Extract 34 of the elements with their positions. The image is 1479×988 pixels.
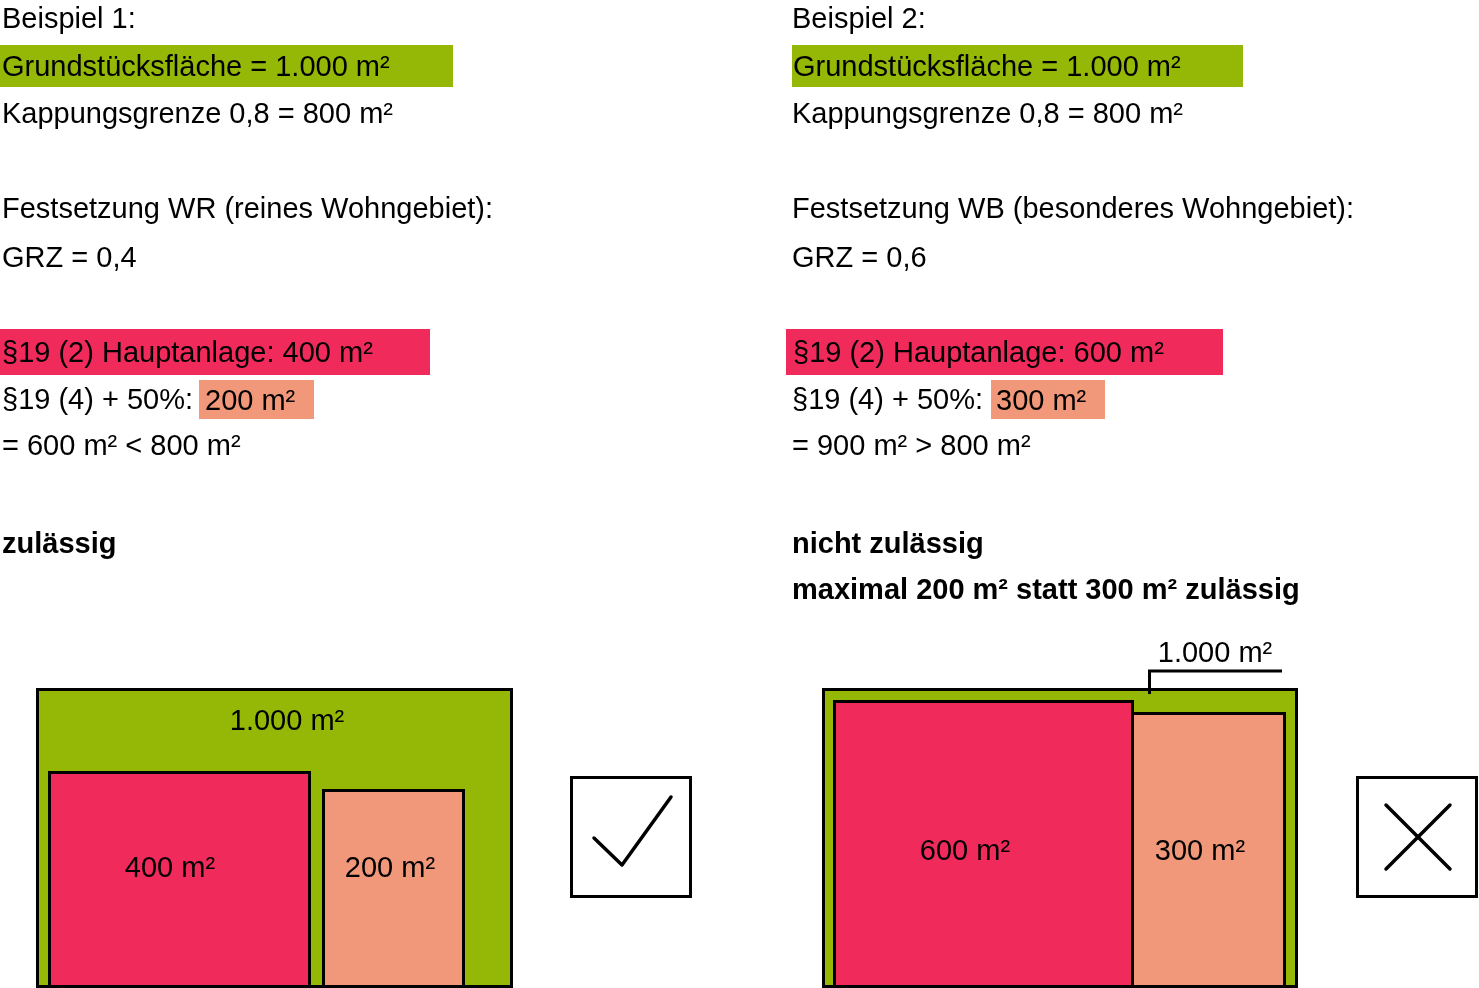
main-building-rectangle bbox=[833, 700, 1134, 988]
property-area-rectangle bbox=[36, 688, 513, 988]
zoning-line: Festsetzung WB (besonderes Wohngebiet): bbox=[792, 191, 1355, 225]
verdict-text: nicht zulässig bbox=[792, 526, 984, 560]
ancillary-area-rectangle bbox=[322, 789, 465, 988]
calculation-line: GRZ = 0,4 bbox=[2, 240, 137, 274]
main-building-rectangle bbox=[48, 771, 311, 988]
calculation-line: §19 (4) + 50%: bbox=[792, 382, 984, 416]
highlighted-text: §19 (2) Hauptanlage: 400 m² bbox=[0, 329, 430, 375]
area-label: 200 m² bbox=[344, 850, 436, 884]
highlighted-text: Grundstücksfläche = 1.000 m² bbox=[0, 45, 453, 87]
area-label: 600 m² bbox=[919, 833, 1011, 867]
area-label: 1.000 m² bbox=[1148, 634, 1282, 671]
calculation-line: §19 (4) + 50%: bbox=[2, 382, 194, 416]
leader-line bbox=[1148, 669, 1282, 694]
calculation-line: = 600 m² < 800 m² bbox=[2, 428, 241, 462]
example-heading: Beispiel 1: bbox=[2, 1, 136, 35]
property-area-rectangle bbox=[822, 688, 1298, 988]
calculation-line: Kappungsgrenze 0,8 = 800 m² bbox=[792, 96, 1183, 130]
calculation-line: Kappungsgrenze 0,8 = 800 m² bbox=[2, 96, 393, 130]
ancillary-area-rectangle bbox=[1131, 712, 1286, 988]
highlighted-text: §19 (2) Hauptanlage: 600 m² bbox=[786, 329, 1223, 375]
area-label: 1.000 m² bbox=[229, 703, 345, 737]
verdict-text: maximal 200 m² statt 300 m² zulässig bbox=[792, 572, 1300, 606]
example-heading: Beispiel 2: bbox=[792, 1, 926, 35]
highlighted-text: 200 m² bbox=[199, 380, 314, 419]
area-label: 300 m² bbox=[1154, 833, 1246, 867]
area-label: 400 m² bbox=[124, 850, 216, 884]
highlighted-text: Grundstücksfläche = 1.000 m² bbox=[792, 45, 1243, 87]
zoning-line: Festsetzung WR (reines Wohngebiet): bbox=[2, 191, 494, 225]
highlighted-text: 300 m² bbox=[991, 380, 1105, 419]
calculation-line: GRZ = 0,6 bbox=[792, 240, 927, 274]
verdict-text: zulässig bbox=[2, 526, 117, 560]
calculation-line: = 900 m² > 800 m² bbox=[792, 428, 1031, 462]
